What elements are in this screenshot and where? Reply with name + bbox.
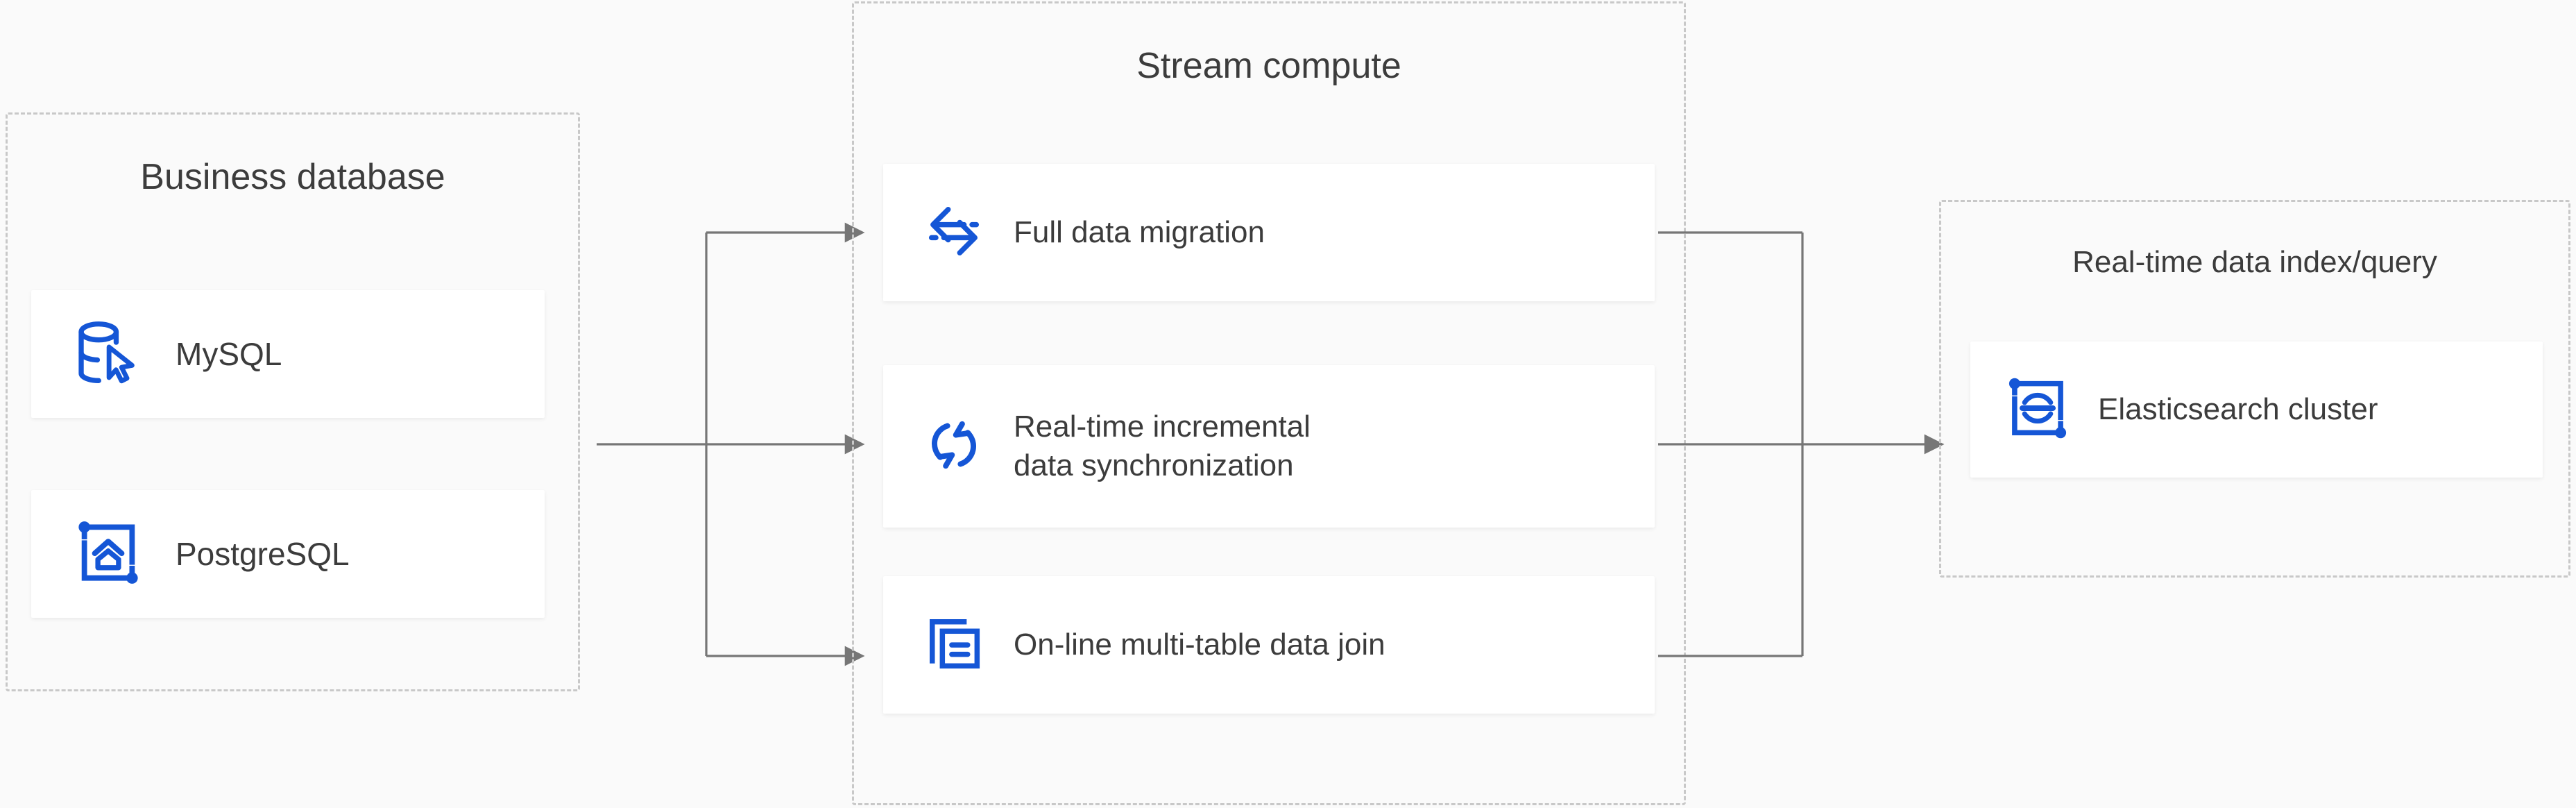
group-title-business-database: Business database: [140, 157, 445, 197]
card-label-online-multitable-join: On-line multi-table data join: [1014, 627, 1385, 662]
group-title-stream-compute: Stream compute: [1136, 46, 1401, 86]
card-postgresql[interactable]: PostgreSQL: [31, 490, 545, 618]
stacked-tables-join-icon: [919, 609, 989, 682]
card-label-realtime-incremental-sync: Real-time incremental data synchronizati…: [1014, 409, 1311, 482]
group-business-database: Business database: [6, 112, 580, 691]
card-mysql[interactable]: MySQL: [31, 290, 545, 418]
card-label-elasticsearch-cluster: Elasticsearch cluster: [2098, 392, 2378, 426]
bidirectional-arrows-icon: [919, 196, 989, 269]
card-label-mysql: MySQL: [176, 335, 282, 372]
group-stream-compute: Stream compute: [852, 1, 1686, 805]
card-full-data-migration[interactable]: Full data migration: [883, 164, 1655, 301]
connector-business-to-stream: [597, 222, 865, 666]
connector-stream-to-index: [1658, 231, 1945, 657]
postgresql-elephant-bracket-icon: [70, 514, 146, 594]
group-title-realtime-data-index-query: Real-time data index/query: [2072, 245, 2437, 279]
card-elasticsearch-cluster[interactable]: Elasticsearch cluster: [1970, 342, 2543, 478]
card-label-full-data-migration: Full data migration: [1014, 214, 1265, 249]
sync-refresh-icon: [919, 410, 989, 483]
group-realtime-data-index-query: Real-time data index/query: [1939, 200, 2570, 578]
elasticsearch-bracket-icon: [2001, 371, 2074, 448]
card-label-postgresql: PostgreSQL: [176, 535, 350, 572]
card-realtime-incremental-sync[interactable]: Real-time incremental data synchronizati…: [883, 365, 1655, 528]
card-online-multitable-join[interactable]: On-line multi-table data join: [883, 576, 1655, 714]
database-cursor-icon: [70, 314, 146, 394]
